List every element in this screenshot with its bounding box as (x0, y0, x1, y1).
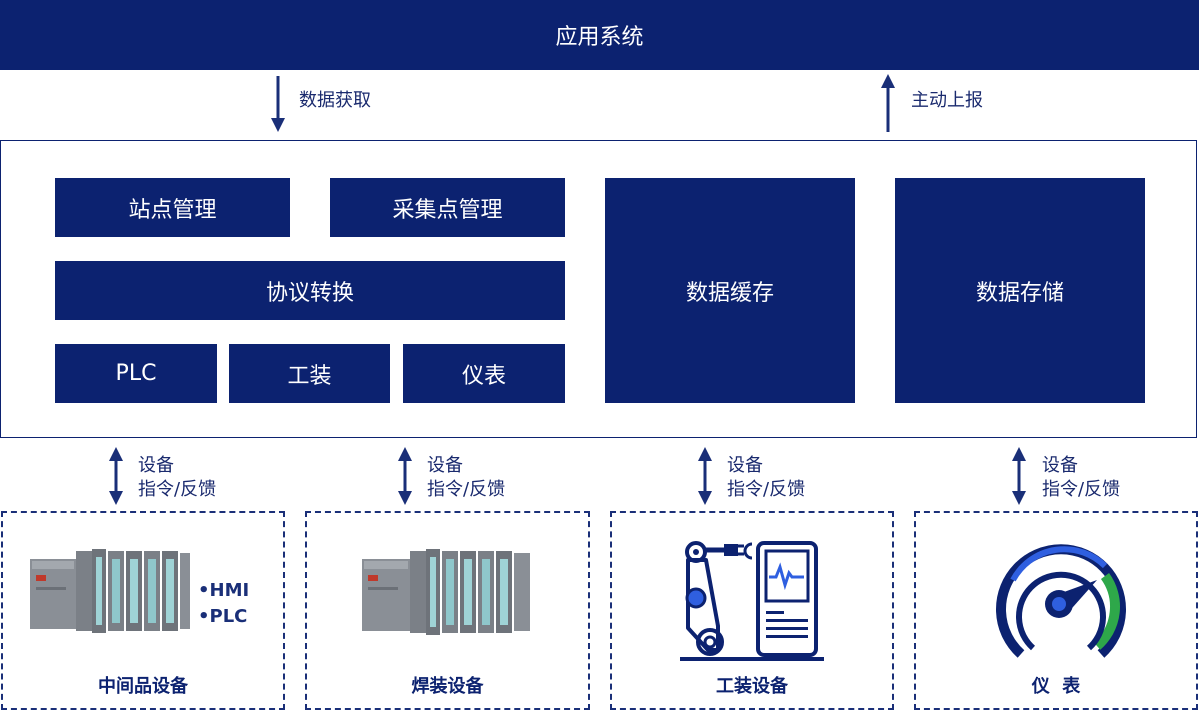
data-cache-module: 数据缓存 (605, 178, 855, 403)
tooling-device-box (610, 511, 894, 710)
up-arrow-icon (881, 74, 895, 132)
intermediate-device-bullets: •HMI •PLC (198, 580, 250, 627)
collection-point-management-label: 采集点管理 (392, 197, 503, 223)
data-storage-label: 数据存储 (975, 280, 1064, 306)
bidirectional-arrow-icon (698, 447, 712, 505)
data-cache-label: 数据缓存 (685, 280, 774, 306)
device-command-label: 设备指令/反馈 (1042, 455, 1121, 500)
tooling-device-title: 工装设备 (716, 676, 788, 697)
bidirectional-arrow-icon (398, 447, 412, 505)
protocol-conversion-module: 协议转换 (55, 261, 565, 320)
intermediate-device-title: 中间品设备 (98, 676, 188, 697)
down-arrow-icon (271, 76, 285, 132)
meter-label: 仪表 (461, 363, 506, 389)
intermediate-device-box (1, 511, 285, 710)
device-command-label: 设备指令/反馈 (727, 455, 806, 500)
data-acquisition-label: 数据获取 (299, 90, 371, 111)
collection-point-management-module: 采集点管理 (330, 178, 565, 237)
device-command-label: 设备指令/反馈 (427, 455, 506, 500)
monitor-waveform-icon (756, 541, 818, 657)
plc-module: PLC (55, 344, 217, 403)
tooling-label: 工装 (287, 363, 332, 389)
plc-rack-icon (362, 549, 530, 635)
plc-label: PLC (115, 361, 157, 386)
meter-module: 仪表 (403, 344, 565, 403)
application-system-bar: 应用系统 (0, 0, 1199, 70)
application-system-title: 应用系统 (555, 25, 644, 50)
bidirectional-arrow-icon (1012, 447, 1026, 505)
plc-rack-icon (30, 549, 190, 633)
device-command-label: 设备指令/反馈 (138, 455, 217, 500)
site-management-module: 站点管理 (55, 178, 290, 237)
active-report-label: 主动上报 (911, 90, 983, 111)
data-storage-module: 数据存储 (895, 178, 1145, 403)
protocol-conversion-label: 协议转换 (265, 280, 354, 306)
meter-device-title: 仪 表 (1031, 676, 1081, 697)
platform-container (0, 140, 1197, 438)
welding-device-title: 焊装设备 (411, 676, 484, 697)
welding-device-box (305, 511, 590, 710)
site-management-label: 站点管理 (128, 197, 217, 223)
bidirectional-arrow-icon (109, 447, 123, 505)
meter-device-box (914, 511, 1198, 710)
tooling-module: 工装 (229, 344, 390, 403)
robot-arm-icon (680, 541, 824, 661)
gauge-icon (996, 544, 1126, 658)
